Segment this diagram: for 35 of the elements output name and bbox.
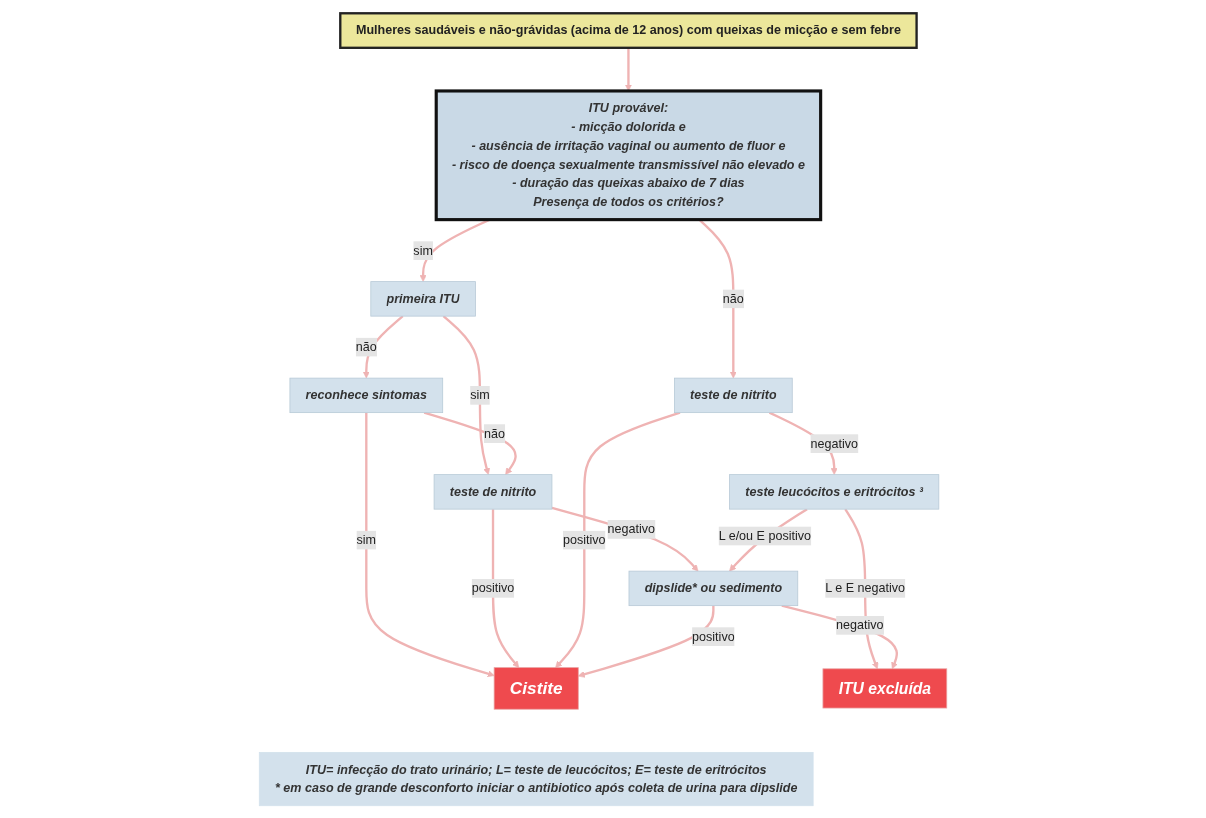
arrow xyxy=(365,412,495,677)
arrow xyxy=(442,314,490,475)
arrow xyxy=(624,47,632,91)
edge-label: sim xyxy=(470,387,490,402)
edge-label: sim xyxy=(356,532,377,546)
node-box: Cistite xyxy=(493,666,579,710)
arrow xyxy=(551,506,699,571)
edge-label: não xyxy=(722,291,744,305)
edge-label: negativo xyxy=(607,521,655,536)
node-box: ITU excluída xyxy=(822,667,948,708)
arrow xyxy=(577,605,715,678)
node-box: dipslide* ou sedimento xyxy=(628,570,799,606)
node-box: reconhece sintomas xyxy=(289,377,444,413)
edge-label: negativo xyxy=(836,617,884,632)
node-box: ITU= infecção do trato urinário; L= teste de leucócitos; E= teste de eritrócitos * em caso de grande desconforto iniciar o antibiotico após coleta de urina para dipslide xyxy=(258,751,814,806)
edge-label: positivo xyxy=(692,629,735,643)
edge-label: L e/ou E positivo xyxy=(718,528,811,542)
arrow xyxy=(362,314,404,378)
edge-label: positivo xyxy=(471,580,515,595)
edge-label: não xyxy=(483,426,505,440)
node-box: teste de nitrito xyxy=(674,377,793,413)
edge-label: negativo xyxy=(810,436,858,450)
arrow xyxy=(781,604,899,669)
edge-label: sim xyxy=(413,243,433,257)
node-box: primeira ITU xyxy=(370,280,476,316)
edge-label: positivo xyxy=(563,532,606,546)
node-box: ITU provável: - micção dolorida e - ausência de irritação vaginal ou aumento de fluor e - risco de doença sexualmente transmissível não elevado e - duração das queixas abaixo de 7 dias Presença de todos os critérios? xyxy=(434,88,823,221)
node-box: teste de nitrito xyxy=(433,473,553,510)
arrow xyxy=(423,411,517,475)
node-box: teste leucócitos e eritrócitos ³ xyxy=(729,473,940,510)
arrow xyxy=(555,411,681,668)
edge-label: não xyxy=(355,339,377,353)
edge-label: L e E negativo xyxy=(825,580,906,595)
node-box: Mulheres saudáveis e não-grávidas (acima de 12 anos) com queixas de micção e sem febre xyxy=(339,11,918,49)
arrow xyxy=(491,508,520,668)
